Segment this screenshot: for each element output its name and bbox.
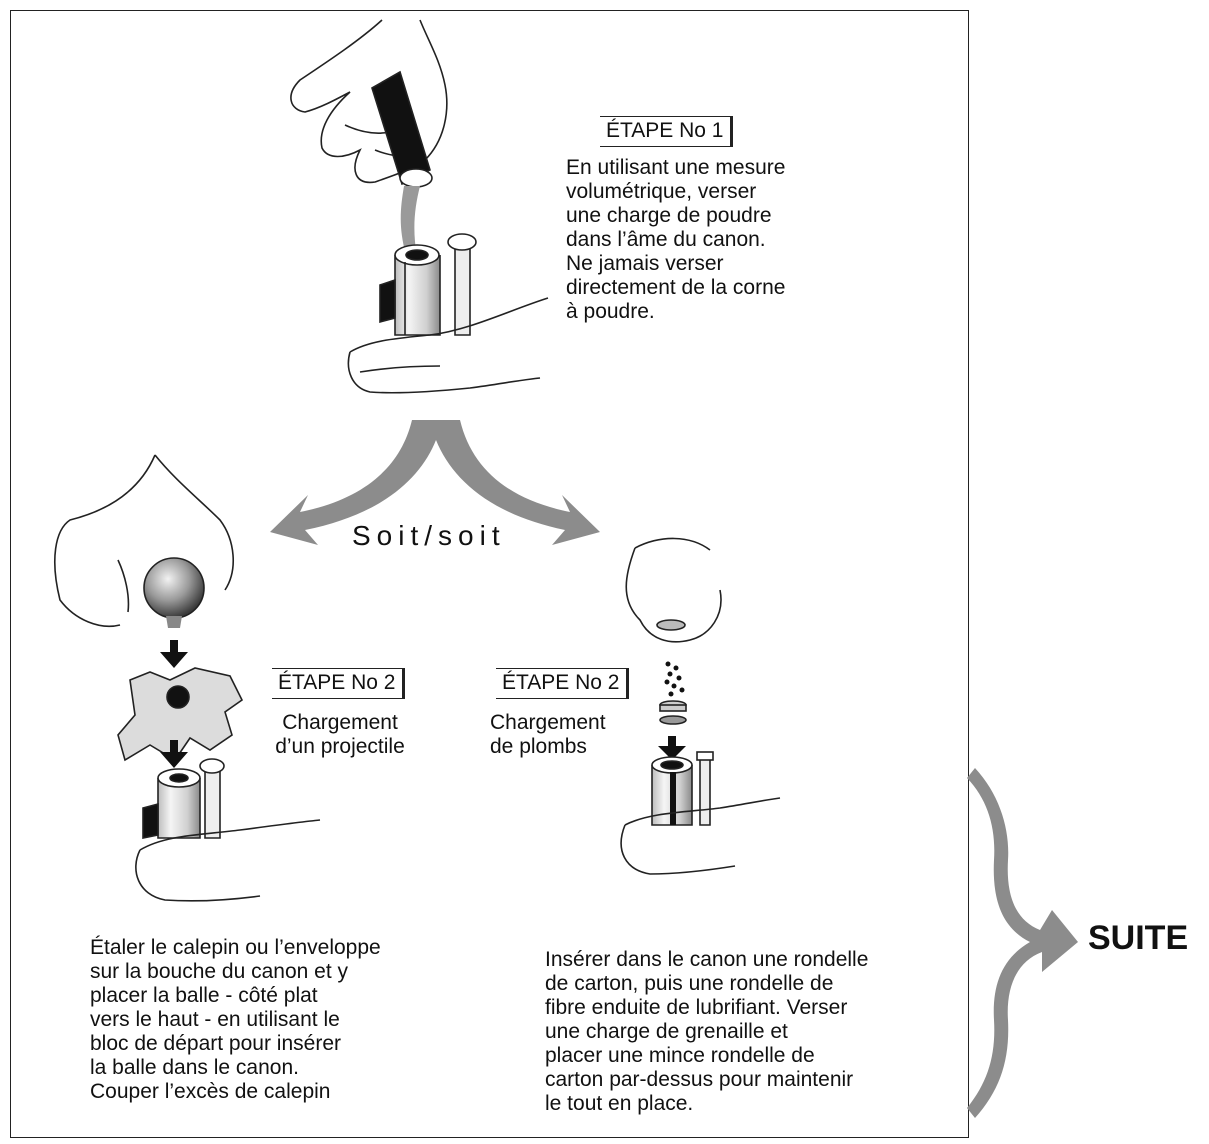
step2-shot-subtitle: Chargement de plombs [490,711,606,758]
step2-ball-instructions: Étaler le calepin ou l’enveloppe sur la … [90,936,381,1103]
branch-arrows [270,420,600,545]
continue-brace [967,768,1078,1118]
step2-shot-badge: ÉTAPE No 2 [496,668,629,699]
step2-ball-badge: ÉTAPE No 2 [272,668,405,699]
powder-pour-illustration [290,19,549,394]
continue-label: SUITE [1088,919,1189,957]
step2-shot-instructions: Insérer dans le canon une rondelle de ca… [545,948,869,1115]
step1-badge: ÉTAPE No 1 [600,116,733,147]
either-or-label: Soit/soit [352,520,506,551]
step2-ball-subtitle: Chargement d’un projectile [275,711,405,758]
ball-loading-illustration [54,454,321,902]
shot-loading-illustration [620,537,781,875]
step1-instructions: En utilisant une mesure volumétrique, ve… [566,156,786,323]
